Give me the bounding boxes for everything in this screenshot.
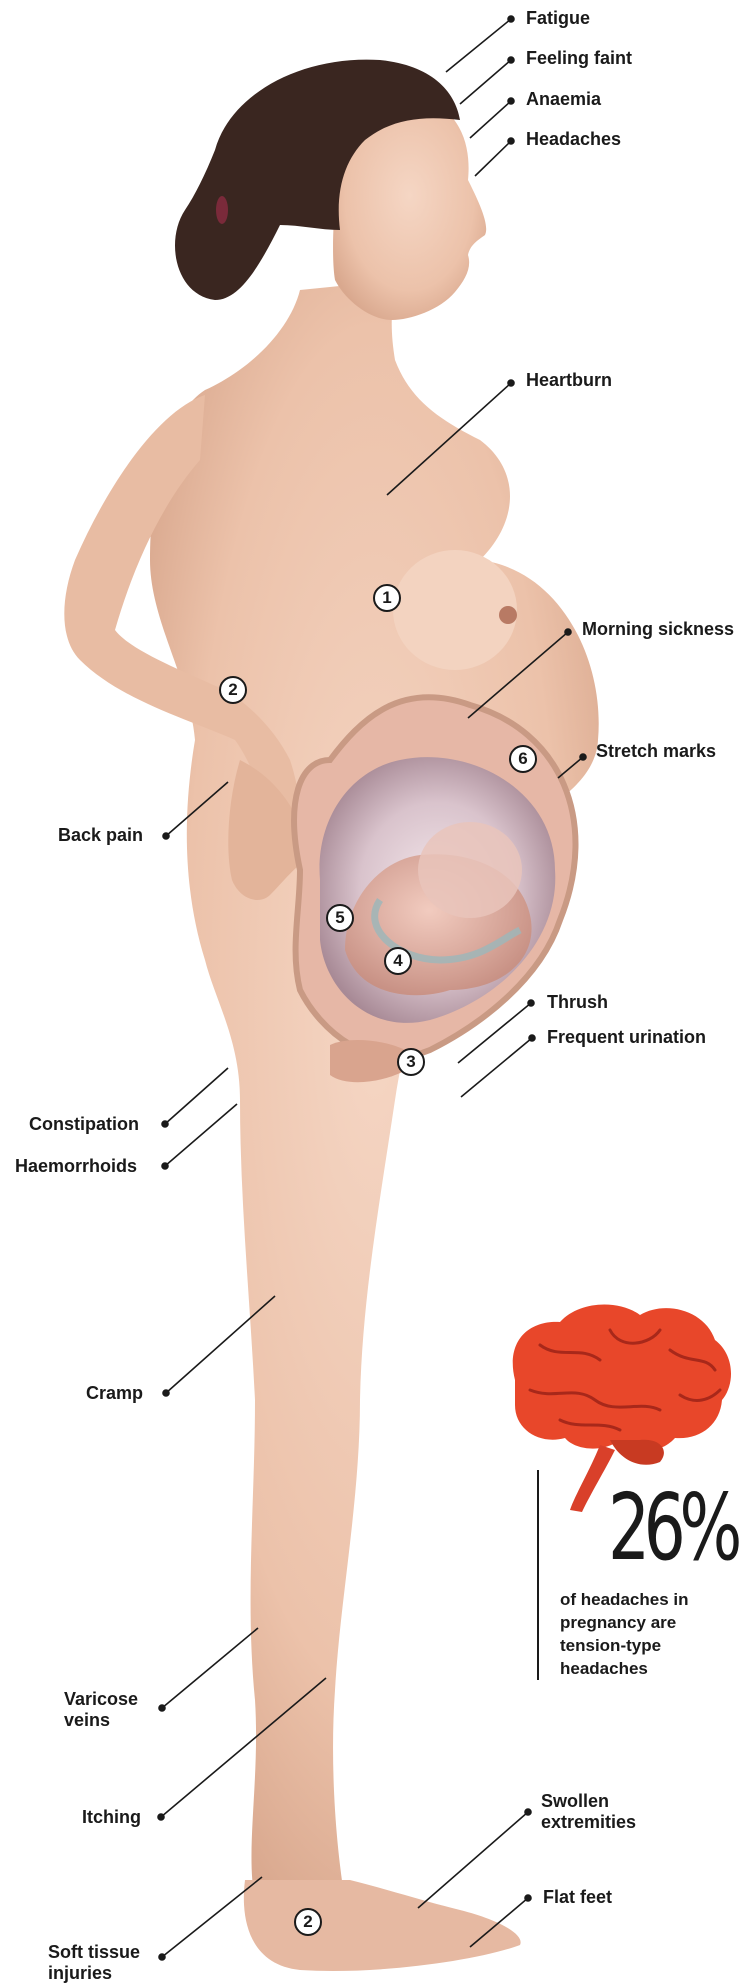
marker-3-bladder: 3	[397, 1048, 425, 1076]
marker-4-baby: 4	[384, 947, 412, 975]
leader-headaches	[475, 141, 511, 176]
label-morning-sickness: Morning sickness	[582, 619, 734, 640]
label-back-pain: Back pain	[58, 825, 143, 846]
leader-varicose-veins	[162, 1628, 258, 1708]
leader-constipation	[165, 1068, 228, 1124]
label-feeling-faint: Feeling faint	[526, 48, 632, 69]
label-fatigue: Fatigue	[526, 8, 590, 29]
label-thrush: Thrush	[547, 992, 608, 1013]
leader-haemorrhoids	[165, 1104, 237, 1166]
label-itching: Itching	[82, 1807, 141, 1828]
marker-6-uterus-top: 6	[509, 745, 537, 773]
label-heartburn: Heartburn	[526, 370, 612, 391]
leader-anaemia	[470, 101, 511, 138]
label-haemorrhoids: Haemorrhoids	[15, 1156, 137, 1177]
label-stretch-marks: Stretch marks	[596, 741, 716, 762]
label-frequent-urination: Frequent urination	[547, 1027, 706, 1048]
leader-frequent-urination	[461, 1038, 532, 1097]
marker-2-foot: 2	[294, 1908, 322, 1936]
label-cramp: Cramp	[86, 1383, 143, 1404]
leader-feeling-faint	[460, 60, 511, 104]
nipple-shape	[499, 606, 517, 624]
baby-head	[418, 822, 522, 918]
hair-tie-shape	[216, 196, 228, 224]
leader-fatigue	[446, 19, 511, 72]
label-headaches: Headaches	[526, 129, 621, 150]
torso-shape	[150, 280, 599, 1900]
feet-shape	[244, 1880, 521, 1971]
cerebellum-shape	[610, 1440, 664, 1465]
marker-1-breast: 1	[373, 584, 401, 612]
marker-2-back: 2	[219, 676, 247, 704]
label-constipation: Constipation	[29, 1114, 139, 1135]
leader-swollen-extremities	[418, 1812, 528, 1908]
label-varicose-veins: Varicose veins	[64, 1689, 138, 1731]
headache-statistic-percent: 26%	[608, 1478, 736, 1578]
label-flat-feet: Flat feet	[543, 1887, 612, 1908]
label-soft-tissue-injuries: Soft tissue injuries	[48, 1942, 140, 1984]
brain-shape	[513, 1305, 731, 1452]
label-swollen-extremities: Swollen extremities	[541, 1791, 636, 1833]
marker-5-uterus: 5	[326, 904, 354, 932]
label-anaemia: Anaemia	[526, 89, 601, 110]
headache-statistic-caption: of headaches in pregnancy are tension-ty…	[560, 1588, 740, 1680]
breast-shape	[393, 550, 517, 670]
